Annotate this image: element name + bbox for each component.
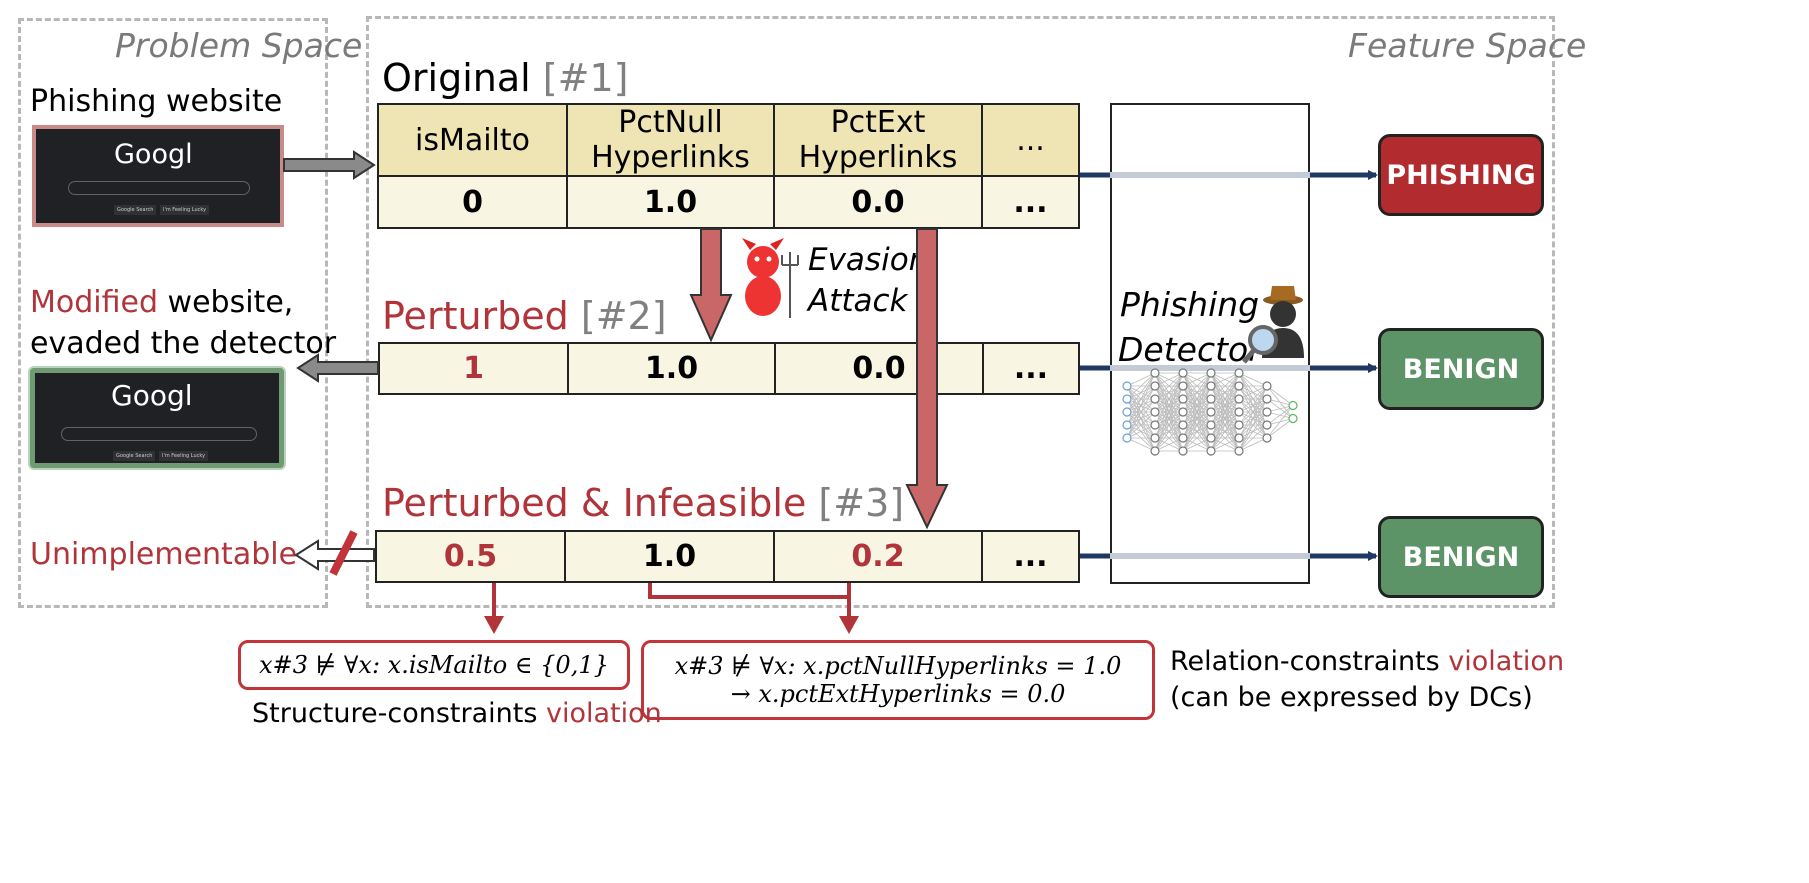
relation-constraint-formula: x#3 ⊭ ∀x: x.pctNullHyperlinks = 1.0 → x.… — [641, 640, 1155, 720]
original-title: Original [#1] — [382, 56, 628, 100]
google-logo-modified: Googl — [111, 379, 193, 412]
perturbed-values-row: 1 1.0 0.0 ... — [378, 342, 1080, 395]
header-ismailto: isMailto — [379, 105, 568, 175]
perturbed-tag: [#2] — [580, 294, 667, 338]
relation-violation-head — [839, 616, 859, 634]
relation-violation-word: violation — [1448, 646, 1565, 677]
feeling-lucky-button: I'm Feeling Lucky — [160, 205, 210, 215]
perturbed-ismailto-value: 1 — [380, 344, 569, 393]
original-pctnull-value: 1.0 — [568, 177, 775, 227]
original-tag: [#1] — [542, 56, 629, 100]
feature-space-panel — [366, 16, 1555, 608]
perturbed-title: Perturbed [#2] — [382, 294, 667, 338]
formula-ismailto: x#3 ⊭ ∀x: x.isMailto ∈ {0,1} — [259, 651, 609, 679]
google-search-button: Google Search — [114, 205, 157, 215]
evasion-label-line2: Attack — [808, 283, 908, 319]
infeasible-pctnull-value: 1.0 — [566, 532, 775, 581]
header-pctext-line2: Hyperlinks — [798, 140, 958, 175]
feature-header-row: isMailto PctNull Hyperlinks PctExt Hyper… — [377, 103, 1080, 177]
infeasible-ellipsis-value: ... — [983, 532, 1078, 581]
modified-rest: website, — [158, 285, 294, 320]
header-pctext: PctExt Hyperlinks — [775, 105, 983, 175]
perturbed-ellipsis-value: ... — [984, 344, 1078, 393]
infeasible-tag: [#3] — [818, 481, 905, 525]
infeasible-pctext-value: 0.2 — [775, 532, 983, 581]
modified-word: Modified — [30, 285, 159, 320]
formula-pctnull: x#3 ⊭ ∀x: x.pctNullHyperlinks = 1.0 — [674, 652, 1122, 680]
phishing-website-label: Phishing website — [30, 84, 283, 119]
modified-website-screenshot: Googl Google Search I'm Feeling Lucky — [30, 368, 284, 468]
original-pctext-value: 0.0 — [775, 177, 983, 227]
header-ellipsis: ... — [983, 105, 1078, 175]
perturbed-pctnull-value: 1.0 — [569, 344, 776, 393]
ismailto-violation-head — [484, 616, 504, 634]
formula-pctext: → x.pctExtHyperlinks = 0.0 — [730, 680, 1066, 708]
infeasible-values-row: 0.5 1.0 0.2 ... — [375, 530, 1080, 583]
google-search-button-modified: Google Search — [113, 451, 156, 461]
infeasible-word: Perturbed & Infeasible — [382, 481, 807, 525]
header-pctnull-line1: PctNull — [618, 105, 723, 140]
modified-website-label: Modified website, — [30, 285, 293, 320]
relation-violation-label: Relation-constraints violation — [1170, 646, 1564, 677]
structure-violation-label: Structure-constraints violation — [252, 698, 662, 729]
search-bar-modified — [61, 427, 257, 441]
feeling-lucky-button-modified: I'm Feeling Lucky — [159, 451, 209, 461]
infeasible-title: Perturbed & Infeasible [#3] — [382, 481, 904, 525]
infeasible-ismailto-value: 0.5 — [377, 532, 566, 581]
original-ismailto-value: 0 — [379, 177, 568, 227]
perturbed-pctext-value: 0.0 — [776, 344, 984, 393]
structure-violation-word: violation — [545, 698, 662, 729]
header-pctext-line1: PctExt — [830, 105, 926, 140]
phishing-website-screenshot: Googl Google Search I'm Feeling Lucky — [32, 125, 284, 227]
search-bar — [68, 181, 250, 195]
feature-space-label: Feature Space — [1348, 26, 1587, 65]
original-word: Original — [382, 56, 531, 100]
perturbed-word: Perturbed — [382, 294, 569, 338]
structure-constraint-formula: x#3 ⊭ ∀x: x.isMailto ∈ {0,1} — [238, 640, 630, 690]
header-pctnull-line2: Hyperlinks — [591, 140, 750, 175]
detector-label-line2: Detector — [1118, 330, 1262, 369]
output-benign-perturbed: BENIGN — [1378, 328, 1544, 410]
relation-note-line2: (can be expressed by DCs) — [1170, 682, 1533, 713]
evaded-detector-label: evaded the detector — [30, 326, 337, 361]
problem-space-label: Problem Space — [115, 26, 363, 65]
original-ellipsis-value: ... — [983, 177, 1078, 227]
header-pctnull: PctNull Hyperlinks — [568, 105, 775, 175]
evasion-label-line1: Evasion — [808, 242, 929, 278]
structure-text: Structure-constraints — [252, 698, 546, 729]
detector-label-line1: Phishing — [1120, 285, 1260, 324]
output-phishing: PHISHING — [1378, 134, 1544, 216]
unimplementable-label: Unimplementable — [30, 537, 298, 572]
block-slash — [329, 530, 358, 576]
output-benign-infeasible: BENIGN — [1378, 516, 1544, 598]
problem-space-panel — [18, 18, 328, 608]
original-values-row: 0 1.0 0.0 ... — [377, 175, 1080, 229]
relation-text: Relation-constraints — [1170, 646, 1449, 677]
google-logo: Googl — [114, 139, 193, 170]
